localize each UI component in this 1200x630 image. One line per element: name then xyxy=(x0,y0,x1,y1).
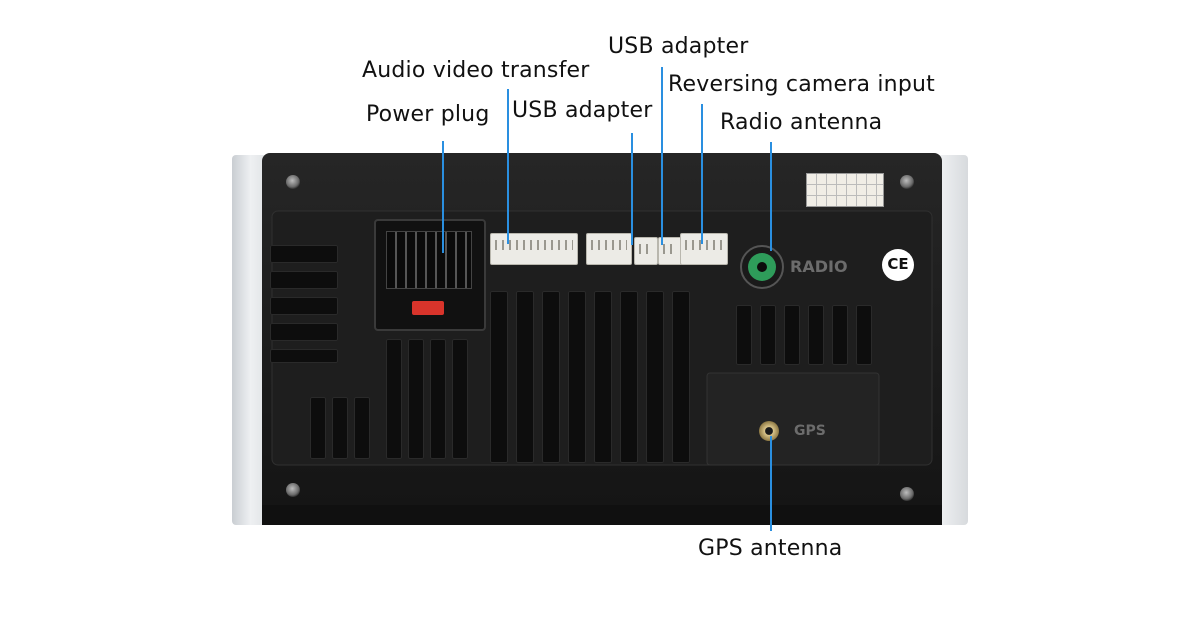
screw-bottom-right xyxy=(900,487,914,501)
vent-slot xyxy=(784,305,800,365)
vent-slot xyxy=(856,305,872,365)
label-power-plug: Power plug xyxy=(366,102,490,127)
vent-slot xyxy=(672,291,690,463)
leader-line-reversing-camera xyxy=(701,104,703,244)
vent-slot xyxy=(568,291,586,463)
radio-antenna-socket xyxy=(740,245,784,289)
head-unit-rear-panel: RADIO CE GPS xyxy=(262,153,942,525)
vent-slot xyxy=(832,305,848,365)
vent-slot xyxy=(808,305,824,365)
vent-slot xyxy=(270,245,338,263)
vent-slot xyxy=(452,339,468,459)
vent-slot xyxy=(760,305,776,365)
vent-slot xyxy=(386,339,402,459)
gps-antenna-socket xyxy=(759,421,779,441)
vent-slot xyxy=(620,291,638,463)
leader-line-power-plug xyxy=(442,141,444,253)
leader-line-usb-adapter-2 xyxy=(631,133,633,245)
vent-slot xyxy=(270,323,338,341)
vent-slot xyxy=(542,291,560,463)
label-usb-adapter-top: USB adapter xyxy=(608,34,749,59)
gps-marking: GPS xyxy=(794,423,826,439)
leader-line-usb-adapter-1 xyxy=(661,67,663,245)
leader-line-audio-video xyxy=(507,89,509,244)
vent-slot xyxy=(516,291,534,463)
label-audio-video-transfer: Audio video transfer xyxy=(362,58,590,83)
usb-adapter-connector-1 xyxy=(586,233,632,265)
vent-slot xyxy=(354,397,370,459)
vent-slot xyxy=(310,397,326,459)
label-usb-adapter-bottom: USB adapter xyxy=(512,98,653,123)
label-radio-antenna: Radio antenna xyxy=(720,110,883,135)
vent-slot xyxy=(332,397,348,459)
vent-slot xyxy=(408,339,424,459)
usb-adapter-connector-2 xyxy=(634,237,658,265)
vent-slot xyxy=(430,339,446,459)
ce-mark: CE xyxy=(882,249,914,281)
leader-line-radio-antenna xyxy=(770,142,772,251)
label-reversing-camera-input: Reversing camera input xyxy=(668,72,935,97)
reversing-camera-connector xyxy=(680,233,728,265)
vent-slot xyxy=(736,305,752,365)
vent-slot xyxy=(594,291,612,463)
screw-top-left xyxy=(286,175,300,189)
vent-slot xyxy=(490,291,508,463)
audio-video-connector xyxy=(490,233,578,265)
fuse xyxy=(412,301,444,315)
label-gps-antenna: GPS antenna xyxy=(698,536,843,561)
vent-slot xyxy=(270,297,338,315)
screw-bottom-left xyxy=(286,483,300,497)
ce-mark-text: CE xyxy=(887,255,909,273)
rating-sticker xyxy=(806,173,884,207)
vent-slot xyxy=(270,349,338,363)
screw-top-right xyxy=(900,175,914,189)
leader-line-gps-antenna xyxy=(770,436,772,531)
vent-slot xyxy=(270,271,338,289)
power-plug-socket xyxy=(374,219,486,331)
radio-marking: RADIO xyxy=(790,257,848,276)
vent-slot xyxy=(646,291,664,463)
